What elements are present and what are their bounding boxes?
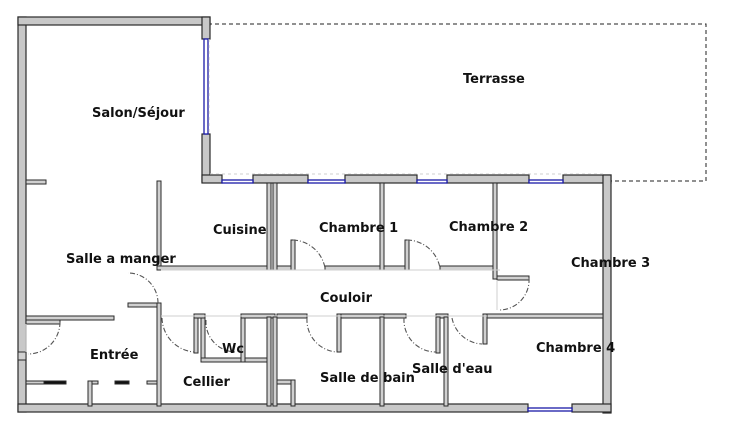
- window: [528, 179, 564, 184]
- room-label-salle-de-bain: Salle de bain: [320, 371, 415, 386]
- window: [221, 179, 254, 184]
- room-label-chambre3: Chambre 3: [571, 256, 651, 271]
- room-label-wc: Wc: [222, 342, 245, 357]
- window: [307, 179, 346, 184]
- door-swing: [161, 317, 195, 353]
- door-swing: [292, 239, 326, 269]
- door-swing: [127, 272, 159, 304]
- room-label-entree: Entrée: [90, 348, 139, 363]
- door-thresholds: [25, 39, 603, 352]
- terrasse-outline: [208, 23, 707, 182]
- door-swing: [306, 317, 338, 353]
- windows: [203, 38, 573, 412]
- door-swing: [403, 317, 437, 353]
- window: [416, 179, 448, 184]
- door-swing: [27, 321, 61, 355]
- door-swing: [499, 277, 530, 311]
- room-label-salon: Salon/Séjour: [92, 106, 185, 121]
- room-label-chambre1: Chambre 1: [319, 221, 399, 236]
- door-swings: [27, 239, 530, 355]
- room-label-couloir: Couloir: [320, 291, 372, 306]
- room-label-salle-d-eau: Salle d'eau: [412, 362, 493, 377]
- door-swing: [451, 317, 483, 345]
- room-label-cuisine: Cuisine: [213, 223, 267, 238]
- room-label-chambre4: Chambre 4: [536, 341, 616, 356]
- door-swing: [406, 239, 441, 269]
- room-label-chambre2: Chambre 2: [449, 220, 529, 235]
- window: [527, 407, 573, 412]
- window: [203, 38, 209, 135]
- door-swing: [205, 319, 237, 353]
- room-label-cellier: Cellier: [183, 375, 230, 390]
- room-label-salle-a-manger: Salle a manger: [66, 252, 176, 267]
- interior-walls: [17, 179, 604, 407]
- room-label-terrasse: Terrasse: [463, 72, 525, 87]
